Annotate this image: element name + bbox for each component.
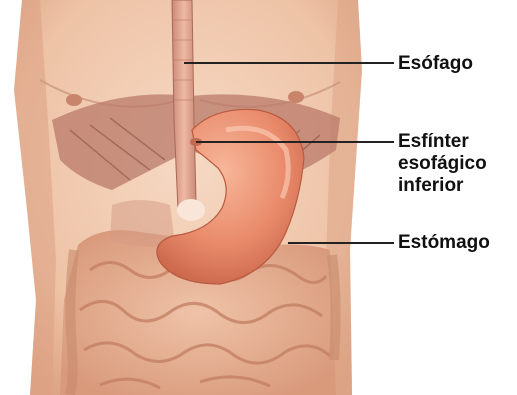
sphincter-bulb [177, 199, 205, 221]
label-esofago: Esófago [398, 53, 473, 75]
label-esfinter-line1: Esfínter [398, 131, 487, 153]
label-esfinter-esofagico-inferior: Esfínter esofágico inferior [398, 131, 487, 197]
label-esfinter-line2: esofágico [398, 153, 487, 175]
nipple-right [288, 91, 304, 103]
nipple-left [66, 94, 82, 106]
label-esfinter-line3: inferior [398, 175, 487, 197]
label-estomago: Estómago [398, 232, 490, 254]
